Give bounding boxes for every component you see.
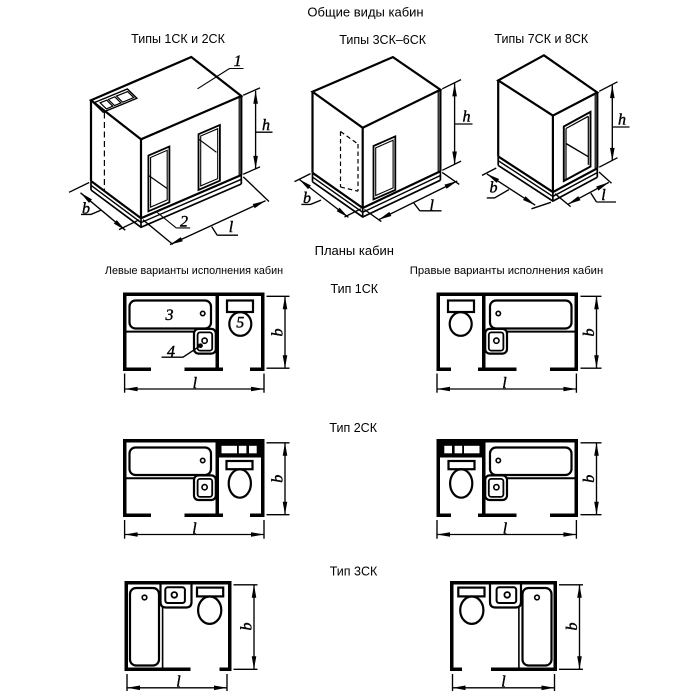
svg-text:4: 4 — [167, 344, 175, 361]
svg-text:b: b — [303, 190, 311, 207]
svg-text:2: 2 — [180, 214, 188, 231]
svg-text:l: l — [176, 674, 181, 691]
svg-text:l: l — [193, 375, 198, 392]
svg-text:b: b — [270, 475, 287, 483]
svg-text:l: l — [429, 197, 434, 214]
svg-text:3: 3 — [165, 307, 174, 324]
svg-text:l: l — [501, 674, 506, 691]
svg-text:Тип 3СК: Тип 3СК — [330, 565, 378, 579]
svg-text:Общие виды кабин: Общие виды кабин — [307, 5, 423, 20]
svg-text:1: 1 — [234, 53, 242, 70]
svg-text:5: 5 — [236, 314, 244, 331]
svg-text:b: b — [581, 329, 598, 337]
svg-text:l: l — [192, 521, 197, 538]
svg-text:l: l — [502, 375, 507, 392]
svg-text:b: b — [581, 475, 598, 483]
svg-text:Типы 1СК и 2СК: Типы 1СК и 2СК — [131, 32, 225, 46]
svg-text:b: b — [564, 623, 581, 631]
svg-text:Типы 3СК–6СК: Типы 3СК–6СК — [339, 33, 426, 47]
svg-text:Левые варианты исполнения каби: Левые варианты исполнения кабин — [105, 265, 283, 277]
svg-text:l: l — [503, 521, 508, 538]
svg-text:Тип 1СК: Тип 1СК — [331, 282, 379, 296]
svg-text:b: b — [270, 329, 287, 337]
svg-text:h: h — [463, 109, 471, 126]
svg-text:h: h — [262, 117, 270, 134]
svg-text:b: b — [82, 201, 90, 218]
svg-text:Планы кабин: Планы кабин — [315, 243, 394, 258]
svg-text:Правые варианты исполнения каб: Правые варианты исполнения кабин — [410, 265, 603, 277]
svg-text:b: b — [239, 623, 256, 631]
svg-text:l: l — [229, 219, 234, 236]
svg-text:h: h — [618, 112, 626, 129]
svg-text:b: b — [490, 180, 498, 197]
svg-text:Тип 2СК: Тип 2СК — [329, 421, 377, 435]
svg-text:l: l — [601, 187, 606, 204]
svg-text:Типы 7СК и 8СК: Типы 7СК и 8СК — [494, 32, 588, 46]
